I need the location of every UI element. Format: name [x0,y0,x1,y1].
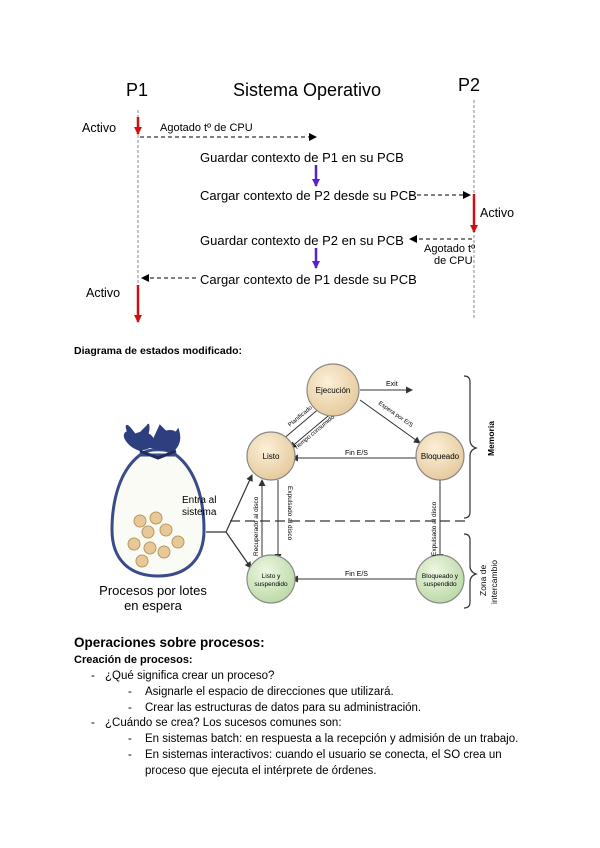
bag-label-1: Procesos por lotes [99,583,207,598]
step-cargar-p1: Cargar contexto de P1 desde su PCB [200,272,417,287]
arrow-espera-es [359,399,421,444]
state-ejecucion [306,363,360,417]
batch-bag-icon [110,423,206,578]
state-ejecucion-label: Ejecución [316,386,351,395]
state-bloqueado-suspendido [415,554,465,604]
list-item: -Asignarle el espacio de direcciones que… [128,685,394,698]
state-listo-susp-label-1: Listo y [262,573,282,580]
step-cargar-p2: Cargar contexto de P2 desde su PCB [200,188,417,203]
list-item-text: ¿Qué significa crear un proceso? [105,670,275,682]
zona-label-2: intercambio [489,560,499,604]
bag-label-2: en espera [124,598,183,613]
list-item: -Crear las estructuras de datos para su … [128,701,422,714]
list-item-text: En sistemas interactivos: cuando el usua… [145,748,502,761]
zona-brace [463,533,478,609]
state-listo-label: Listo [263,452,280,461]
state-listo-suspendido [246,554,296,604]
entry-arrow-listo [225,474,253,533]
p2-label: P2 [458,75,480,95]
context-switch-diagram [134,100,478,323]
step-guardar-p1: Guardar contexto de P1 en su PCB [200,150,404,165]
list-item: -¿Cuándo se crea? Los sucesos comunes so… [91,717,342,730]
list-item-text: ¿Cuándo se crea? Los sucesos comunes son… [105,717,342,730]
transition-fin-es-top-label: Fin E/S [345,450,368,457]
agotado-label-1: Agotado tº de CPU [160,122,253,134]
state-listo [246,431,296,481]
state-diagram-heading: Diagrama de estados modificado: [74,345,242,357]
memoria-brace [463,375,478,519]
memoria-label: Memoria [486,421,496,456]
list-item-text: Crear las estructuras de datos para su a… [145,701,422,714]
step-guardar-p2: Guardar contexto de P2 en su PCB [200,233,404,248]
entra-label-2: sistema [182,507,217,518]
transition-exit-label: Exit [386,381,398,388]
agotado-label-2a: Agotado tº [424,243,475,255]
entry-arrow-listo-suspendido [225,531,252,569]
list-item-text: Asignarle el espacio de direcciones que … [145,685,394,698]
state-listo-susp-label-2: suspendido [254,581,288,588]
operations-subtitle: Creación de procesos: [74,654,193,666]
state-bloq-susp-label-2: suspendido [423,581,457,588]
state-bloqueado-label: Bloqueado [421,452,460,461]
so-label: Sistema Operativo [233,80,381,100]
list-item: -En sistemas batch: en respuesta a la re… [128,733,519,746]
operations-title: Operaciones sobre procesos: [74,635,265,650]
p1-label: P1 [126,80,148,100]
state-bloqueado [415,431,465,481]
operations-list: -¿Qué significa crear un proceso? -Asign… [74,669,518,780]
transition-recuperado-label: Recuperado al disco [253,496,260,556]
transition-expulsado-left-label: Expulsado al disco [286,486,293,541]
list-item-text: proceso que ejecuta el intérprete de órd… [145,764,377,777]
state-diagram [110,363,478,609]
activo-label-3: Activo [86,286,120,300]
state-bloq-susp-label-1: Bloqueado y [422,573,459,580]
list-item-text: En sistemas batch: en respuesta a la rec… [145,733,519,746]
entra-label-1: Entra al [182,495,216,506]
list-item-continuation: proceso que ejecuta el intérprete de órd… [74,764,518,780]
zona-label-1: Zona de [478,565,488,596]
transition-fin-es-bottom-label: Fin E/S [345,571,368,578]
list-item: -¿Qué significa crear un proceso? [91,670,275,682]
activo-label-1: Activo [82,121,116,135]
transition-expulsado-right-label: Expulsado al disco [431,501,438,556]
activo-label-2: Activo [480,206,514,220]
list-item: -En sistemas interactivos: cuando el usu… [128,748,502,761]
agotado-label-2b: de CPU [434,255,473,267]
